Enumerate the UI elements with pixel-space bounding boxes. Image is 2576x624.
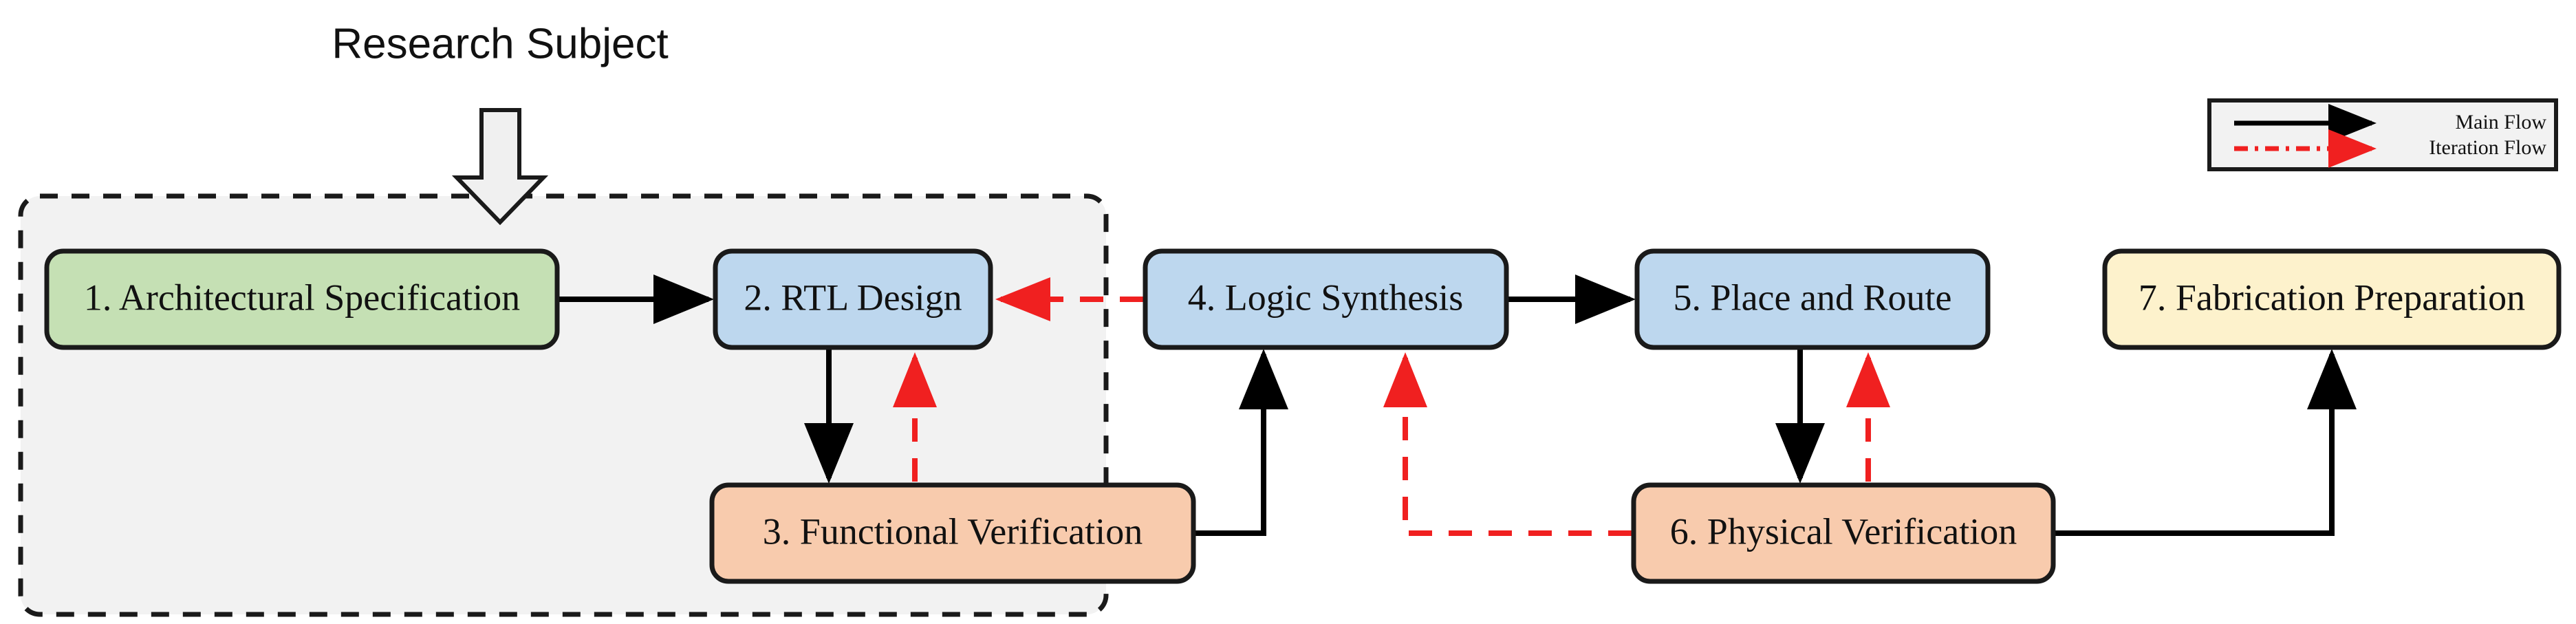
- iteration-flow-edges: [893, 277, 1890, 536]
- edge-functional-verification-to-logic-synthesis: [1193, 349, 1288, 536]
- node-label: 2. RTL Design: [744, 277, 962, 318]
- node-box[interactable]: [1634, 248, 1991, 350]
- node-architectural-specification[interactable]: 1. Architectural Specification: [44, 248, 560, 350]
- main-flow-edges: [557, 275, 2357, 536]
- node-label: 7. Fabrication Preparation: [2139, 277, 2525, 318]
- node-box[interactable]: [1143, 248, 1509, 350]
- node-label: 3. Functional Verification: [763, 510, 1143, 552]
- research-subject-annotation: [451, 108, 549, 226]
- node-box[interactable]: [713, 248, 993, 350]
- edge-iter-physical-verification-to-logic-synthesis: [1383, 352, 1632, 536]
- research-subject-block-arrow-icon: [451, 108, 549, 226]
- node-place-and-route[interactable]: 5. Place and Route: [1634, 248, 1991, 350]
- node-label: 6. Physical Verification: [1670, 510, 2017, 552]
- node-physical-verification[interactable]: 6. Physical Verification: [1631, 482, 2056, 584]
- legend: Main Flow Iteration Flow: [2207, 98, 2558, 171]
- node-box[interactable]: [709, 482, 1196, 584]
- node-label: 4. Logic Synthesis: [1188, 277, 1464, 318]
- node-functional-verification[interactable]: 3. Functional Verification: [709, 482, 1196, 584]
- node-box[interactable]: [44, 248, 560, 350]
- node-fabrication-preparation[interactable]: 7. Fabrication Preparation: [2102, 248, 2562, 350]
- page-title: Research Subject: [332, 20, 668, 67]
- node-box[interactable]: [2102, 248, 2562, 350]
- node-box[interactable]: [1631, 482, 2056, 584]
- node-label: 5. Place and Route: [1674, 277, 1952, 318]
- node-label: 1. Architectural Specification: [84, 277, 520, 318]
- node-logic-synthesis[interactable]: 4. Logic Synthesis: [1143, 248, 1509, 350]
- legend-box: [2207, 98, 2558, 171]
- legend-label: Iteration Flow: [2429, 136, 2546, 159]
- legend-item-iteration-flow: Iteration Flow: [2234, 129, 2546, 168]
- legend-item-main-flow: Main Flow: [2234, 104, 2546, 142]
- node-rtl-design[interactable]: 2. RTL Design: [713, 248, 993, 350]
- legend-label: Main Flow: [2455, 111, 2546, 133]
- edge-physical-verification-to-fabrication-preparation: [2053, 349, 2357, 536]
